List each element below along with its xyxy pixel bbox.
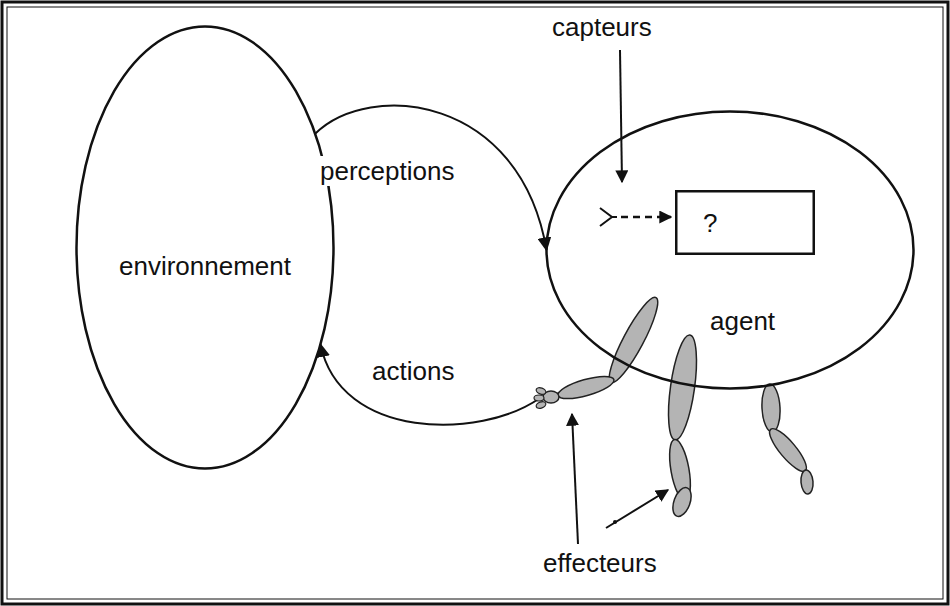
- node-outline: [75, 25, 335, 470]
- effector-label: effecteurs: [543, 548, 657, 578]
- leg-thigh: [761, 384, 781, 433]
- arm-forearm: [556, 372, 616, 403]
- node-text: agent: [710, 306, 775, 336]
- leg-foot: [669, 485, 694, 519]
- sensor-signal: [621, 216, 671, 219]
- decision-box: ?: [675, 190, 815, 255]
- flow-arrow: [321, 344, 623, 424]
- node-outline: [545, 110, 915, 390]
- arm-upper: [602, 293, 665, 387]
- leg-shin: [765, 424, 812, 476]
- eye-symbol: [600, 208, 612, 226]
- sensor-pointer: [620, 50, 622, 182]
- leg-foot: [800, 470, 814, 495]
- edge-label: perceptions: [318, 156, 456, 186]
- finger: [534, 395, 544, 401]
- agent-ellipse: agent?: [545, 110, 915, 390]
- node-outline-rect: [676, 191, 814, 254]
- frame-inner: [7, 7, 943, 599]
- environment-ellipse: environnement: [75, 25, 335, 470]
- edge-label: actions: [370, 356, 456, 386]
- finger: [535, 386, 546, 395]
- sensor-label: capteurs: [552, 12, 652, 42]
- flow-arrow: [315, 106, 546, 250]
- effector-pointer: [606, 490, 668, 528]
- eye-symbol: [612, 216, 617, 218]
- node-outline-ellipse: [77, 27, 334, 469]
- effector-pointer: [572, 414, 578, 544]
- node-outline: [675, 190, 815, 255]
- leg-thigh: [663, 333, 702, 441]
- finger: [535, 400, 546, 409]
- node-outline-ellipse: [547, 112, 914, 389]
- effector-dot: [613, 520, 617, 524]
- node-text: environnement: [119, 251, 291, 281]
- node-text: ?: [703, 208, 717, 238]
